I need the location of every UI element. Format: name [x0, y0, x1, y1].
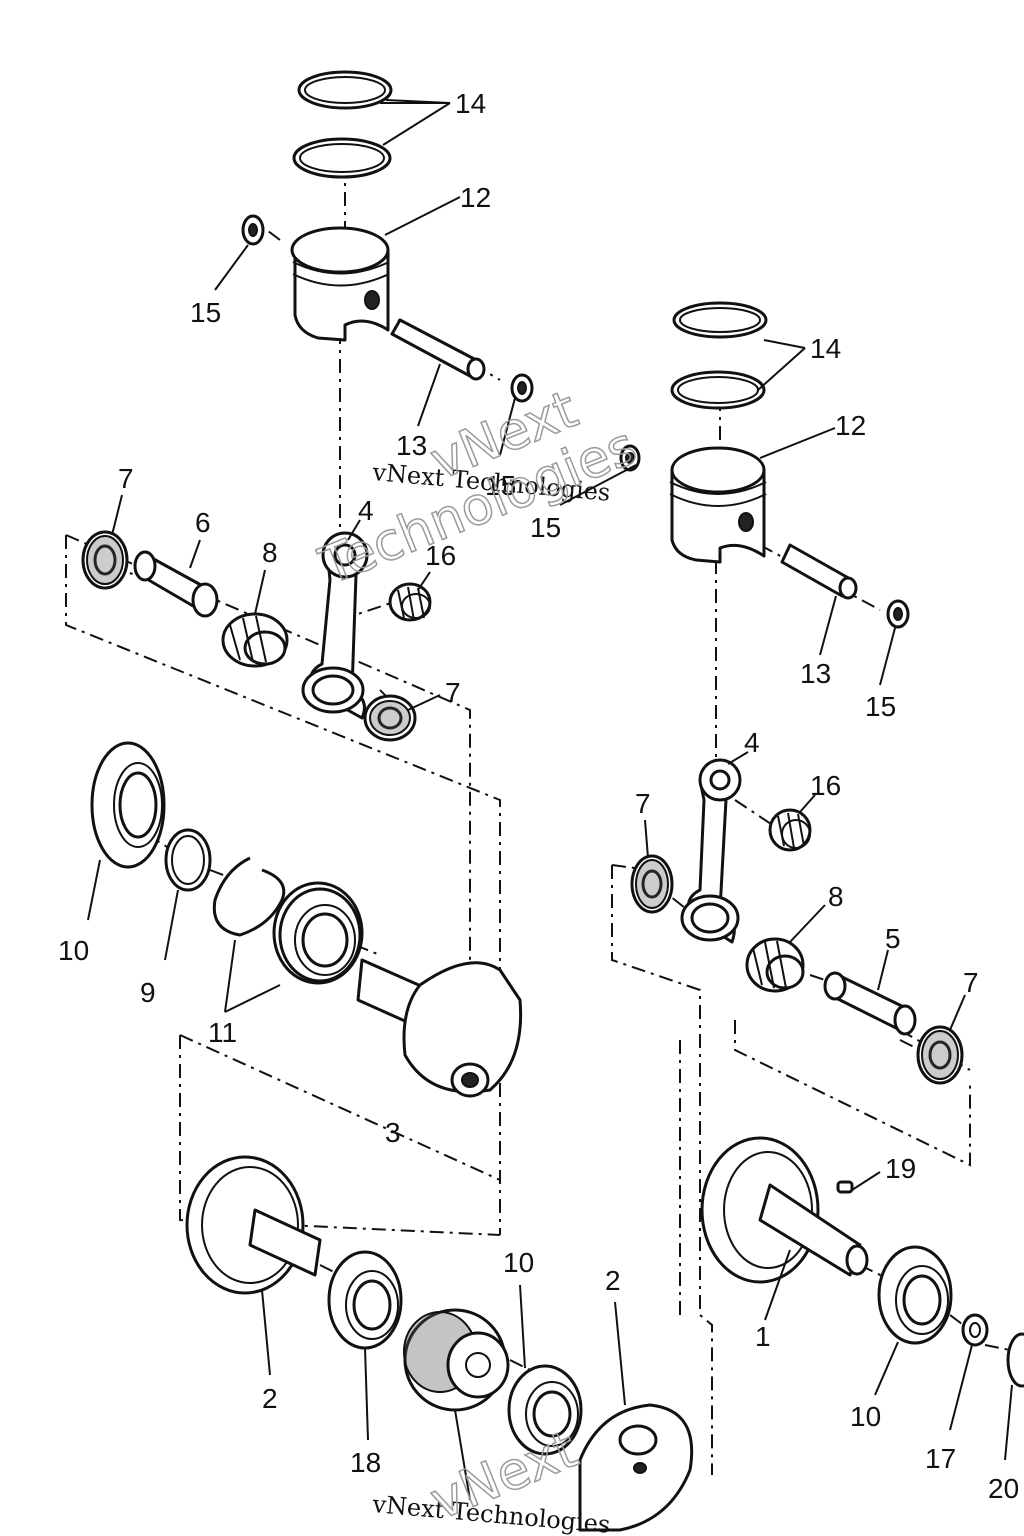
watermark-bottom: vNext Technologies vNext [370, 1419, 611, 1536]
callout-15-left-a: 15 [190, 297, 221, 328]
callout-10-right-seal: 10 [850, 1401, 881, 1432]
connecting-rod-left [301, 531, 369, 720]
bearing-17 [1006, 1332, 1024, 1388]
circlip-right-15d [886, 599, 910, 629]
watermark-center: vNext Technologies vNext Technologies [311, 379, 646, 598]
callout-7-left-a: 7 [118, 463, 134, 494]
callout-17: 20 [988, 1473, 1019, 1504]
oil-seal-right-10 [877, 1245, 953, 1345]
flywheel-half-2-right [578, 1403, 694, 1532]
callout-9: 9 [140, 977, 156, 1008]
callout-10-center-top: 10 [503, 1247, 534, 1278]
piston-right [669, 446, 767, 564]
thrust-washer-right-7c [630, 854, 674, 914]
callout-19: 19 [885, 1153, 916, 1184]
thrust-washer-right-7d [916, 1025, 964, 1085]
assembly-centerlines [65, 175, 1011, 1475]
callout-3: 3 [385, 1117, 401, 1148]
circlip-left-15a [241, 214, 265, 246]
woodruff-key-19 [836, 1180, 854, 1194]
callout-7-right-b: 7 [963, 967, 979, 998]
spacer-ring-9 [164, 828, 212, 892]
crank-pin-right-5 [823, 971, 917, 1036]
callout-15-left-b: 15 [485, 470, 516, 501]
needle-bearing-left-16 [388, 582, 432, 622]
oil-seal-left-10 [90, 741, 166, 869]
callout-1: 1 [755, 1321, 771, 1352]
callout-2-right: 2 [605, 1265, 621, 1296]
crankshaft-half-3 [356, 958, 523, 1098]
callout-4-right: 4 [744, 727, 760, 758]
callout-6: 6 [195, 507, 211, 538]
thrust-washer-left-7b [363, 694, 417, 742]
callout-14-left: 14 [455, 88, 486, 119]
callout-8-left: 8 [262, 537, 278, 568]
main-bearing-10-lower [327, 1250, 403, 1350]
roller-bearing-left-8 [221, 612, 289, 668]
piston-left [290, 226, 390, 342]
labyrinth-seal-20 [403, 1308, 510, 1412]
crankshaft-half-1 [700, 1136, 869, 1284]
callout-10-lower-bearing: 18 [350, 1447, 381, 1478]
callout-7-right-a: 7 [635, 788, 651, 819]
callout-14-right: 14 [810, 333, 841, 364]
callout-12-right: 12 [835, 410, 866, 441]
callout-4-left: 4 [358, 495, 374, 526]
needle-bearing-right-16 [768, 808, 812, 852]
roller-bearing-right-8 [745, 937, 805, 993]
callout-5: 5 [885, 923, 901, 954]
circlip-right-15c [619, 444, 641, 472]
callout-11: 11 [208, 1017, 237, 1048]
callout-2-left: 2 [262, 1383, 278, 1414]
callout-16-left: 16 [425, 540, 456, 571]
piston-pin-left [390, 318, 486, 381]
piston-pin-right [780, 543, 858, 600]
flywheel-half-2-left [185, 1155, 322, 1295]
callout-15-right-a: 15 [530, 512, 561, 543]
main-bearing-left [278, 887, 362, 983]
callout-13-left: 13 [396, 430, 427, 461]
circlip-left-15b [510, 373, 534, 403]
callout-18: 17 [925, 1443, 956, 1474]
callout-10-left-seal: 10 [58, 935, 89, 966]
leader-lines [87, 99, 1013, 1501]
callout-16-right: 16 [810, 770, 841, 801]
washer-18 [961, 1313, 989, 1347]
connecting-rod-right [680, 758, 742, 944]
callout-8-right: 8 [828, 881, 844, 912]
piston-rings-right [670, 301, 768, 410]
callout-12-left: 12 [460, 182, 491, 213]
callout-labels: 14 12 15 13 15 4 16 7 6 8 7 14 12 15 13 … [58, 88, 1019, 1504]
piston-rings-left [292, 70, 393, 179]
callout-15-right-b: 15 [865, 691, 896, 722]
main-bearing-10-center [507, 1364, 583, 1456]
thrust-washer-left-7a [81, 530, 129, 590]
crank-pin-left-6 [133, 550, 219, 618]
callout-13-right: 13 [800, 658, 831, 689]
callout-7-left-b: 7 [445, 677, 461, 708]
